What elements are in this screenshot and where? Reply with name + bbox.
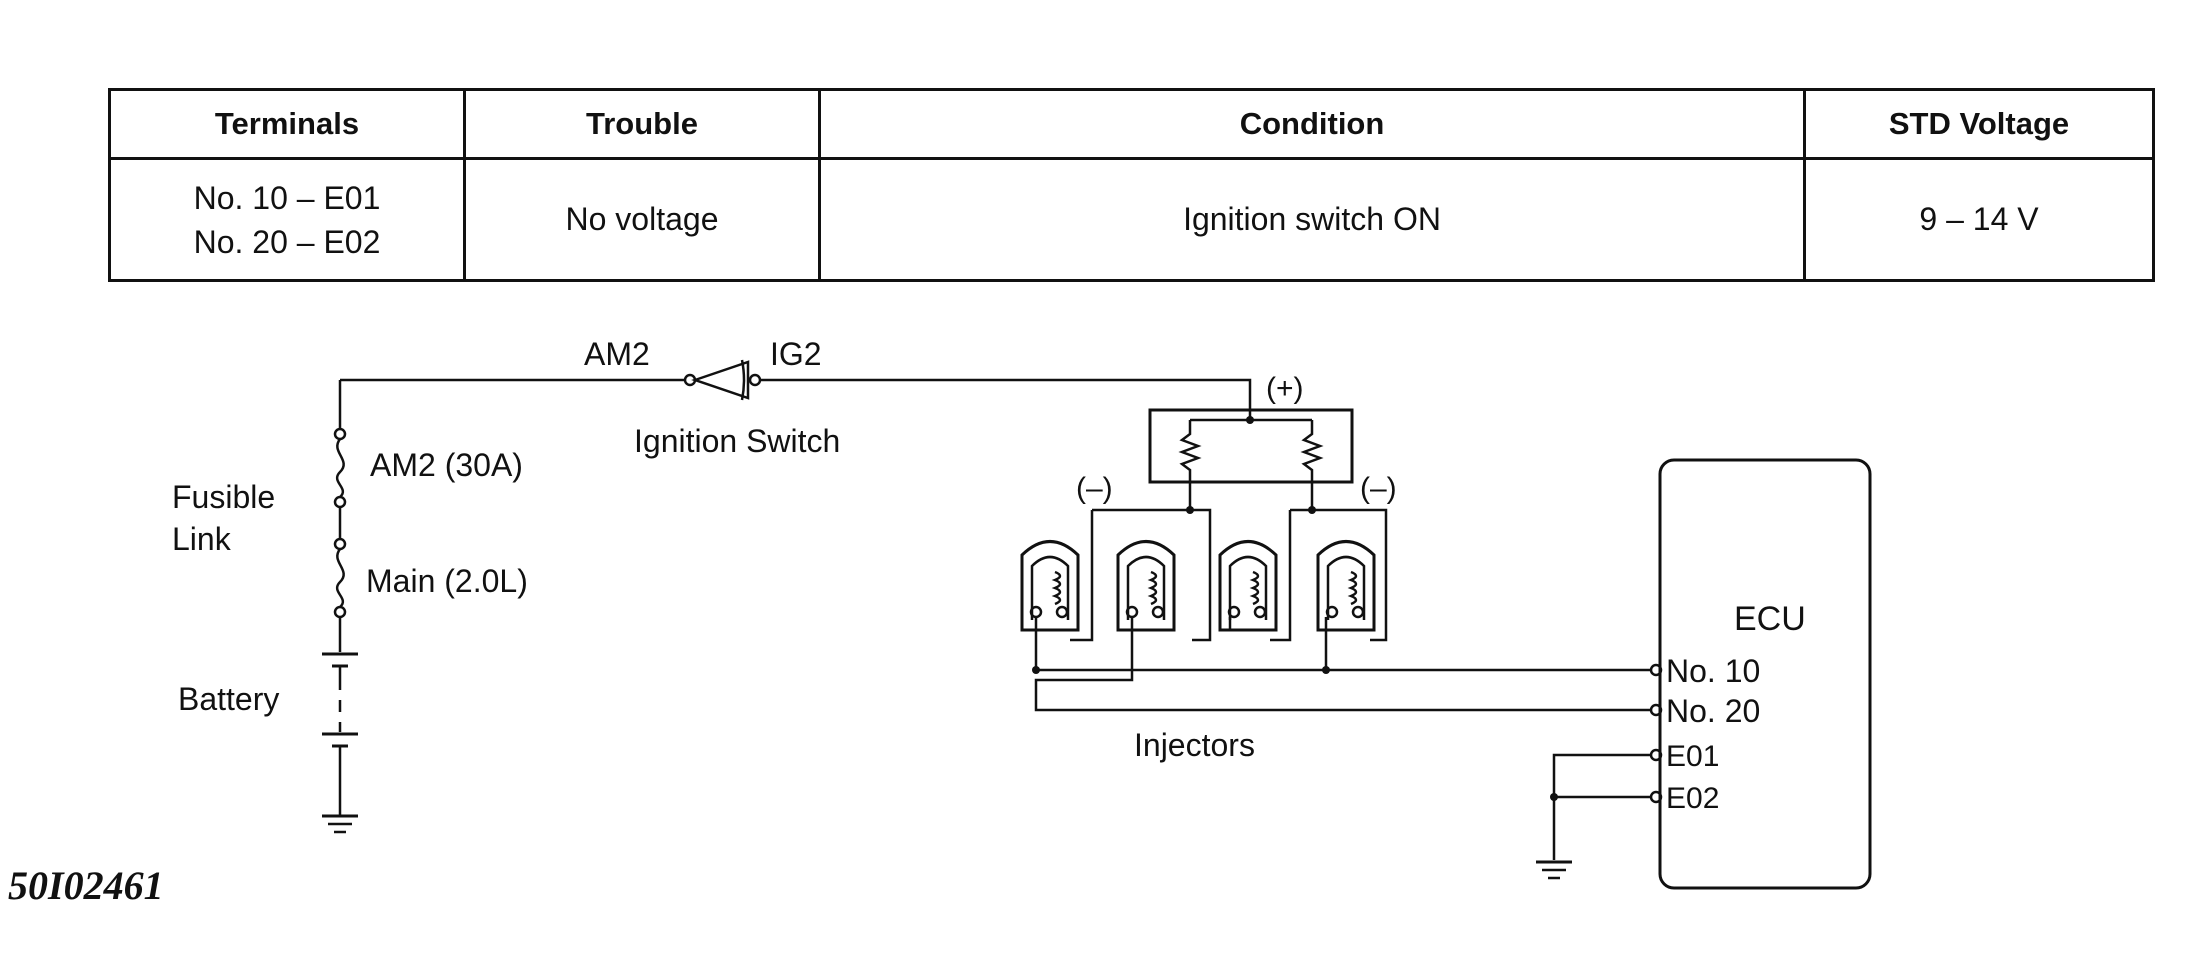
col-header-trouble: Trouble bbox=[463, 88, 821, 160]
ecu-ground-icon bbox=[1536, 860, 1572, 880]
ig2-terminal-label: IG2 bbox=[770, 336, 822, 372]
junction-ground bbox=[1550, 793, 1558, 801]
ecu-label: ECU bbox=[1734, 600, 1806, 638]
wire-injector-group-a bbox=[1034, 617, 1328, 672]
col-header-condition: Condition bbox=[818, 88, 1806, 160]
wire-e01-ground bbox=[1552, 753, 1651, 860]
cell-std-voltage: 9 – 14 V bbox=[1803, 157, 2155, 282]
wire-injector-2-feed bbox=[1070, 510, 1094, 642]
wire-injector-4-feed bbox=[1270, 510, 1292, 642]
am2-terminal-label: AM2 bbox=[584, 336, 650, 372]
battery-symbol bbox=[322, 652, 358, 815]
table-row: No. 10 – E01 No. 20 – E02 No voltage Ign… bbox=[108, 157, 2155, 282]
injector-1-symbol bbox=[1020, 540, 1080, 632]
injector-4-symbol bbox=[1316, 540, 1376, 632]
battery-ground-icon bbox=[322, 814, 358, 834]
std-voltage-table: Terminals Trouble Condition STD Voltage … bbox=[108, 88, 2155, 282]
junction-no10 bbox=[1322, 666, 1330, 674]
injectors-label: Injectors bbox=[1134, 727, 1255, 763]
fusible-label-line2: Link bbox=[172, 521, 232, 557]
fuse-am2-label: AM2 (30A) bbox=[370, 447, 523, 483]
ecu-pin-e02-label: E02 bbox=[1666, 782, 1719, 815]
wire-ig2-to-resistor bbox=[760, 378, 1252, 420]
ecu-pin-no10-label: No. 10 bbox=[1666, 653, 1760, 689]
ecu-pin-e01-label: E01 bbox=[1666, 740, 1719, 773]
cell-condition: Ignition switch ON bbox=[818, 157, 1806, 282]
positive-label: (+) bbox=[1266, 372, 1304, 405]
injector-resistor-pack bbox=[1148, 408, 1354, 484]
figure-id: 50I02461 bbox=[8, 863, 164, 908]
junction-no20 bbox=[1032, 666, 1040, 674]
negative-label-left: (–) bbox=[1076, 472, 1113, 505]
negative-label-right: (–) bbox=[1360, 472, 1397, 505]
fuse-main-symbol bbox=[333, 537, 347, 619]
wire-to-ecu-no20 bbox=[1034, 617, 1651, 712]
battery-label: Battery bbox=[178, 681, 279, 717]
col-header-terminals: Terminals bbox=[108, 88, 466, 160]
injector-3-symbol bbox=[1218, 540, 1278, 632]
fusible-label-line1: Fusible bbox=[172, 479, 275, 515]
ecu-pin-no20-label: No. 20 bbox=[1666, 693, 1760, 729]
terminal-pair-1: No. 10 – E01 bbox=[193, 179, 381, 216]
col-header-std-voltage: STD Voltage bbox=[1803, 88, 2155, 160]
fuse-am2-symbol bbox=[333, 427, 347, 509]
terminal-pair-2: No. 20 – E02 bbox=[193, 223, 381, 260]
injector-2-symbol bbox=[1116, 540, 1176, 632]
ignition-switch-symbol bbox=[683, 359, 762, 401]
fuse-main-label: Main (2.0L) bbox=[366, 563, 528, 599]
cell-terminals: No. 10 – E01 No. 20 – E02 bbox=[108, 157, 466, 282]
ignition-switch-label: Ignition Switch bbox=[634, 423, 840, 459]
wire-right-pair bbox=[1290, 508, 1388, 642]
wire-left-pair bbox=[1092, 508, 1212, 642]
table-header-row: Terminals Trouble Condition STD Voltage bbox=[108, 88, 2155, 160]
cell-trouble: No voltage bbox=[463, 157, 821, 282]
